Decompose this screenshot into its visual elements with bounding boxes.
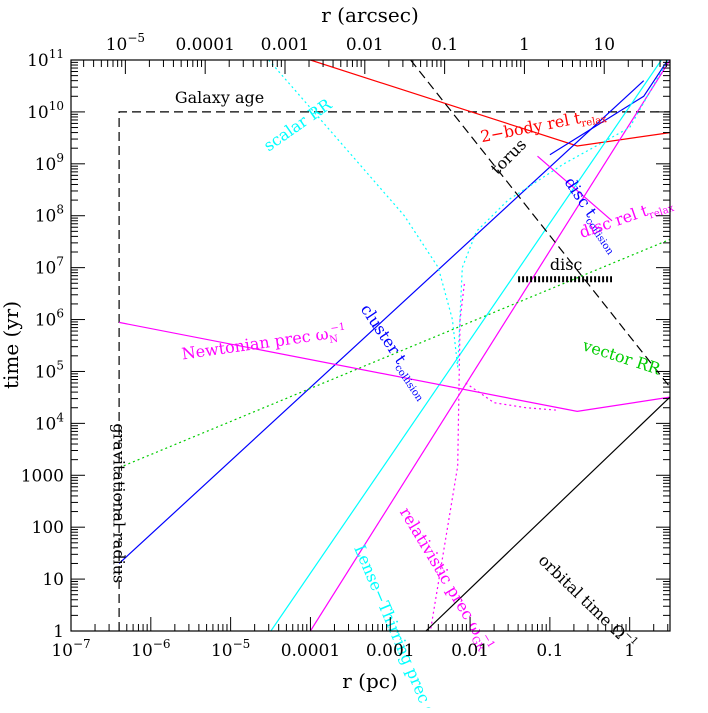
series-layer (118, 60, 670, 631)
top-tick-label: 1 (519, 35, 530, 55)
top-tick-label: 0.01 (346, 35, 384, 55)
x-axis-label: r (pc) (342, 669, 398, 693)
annotation-13: orbital time Ω−1 (535, 551, 640, 654)
annotation-10: vector RR (579, 335, 663, 379)
series-line-14 (425, 396, 670, 631)
series-line-4 (270, 60, 662, 631)
x-tick-label: 10−6 (131, 637, 170, 661)
top-tick-label: 10 (593, 35, 615, 55)
series-line-0 (118, 111, 670, 631)
y-tick-label: 100 (32, 518, 64, 538)
series-line-5 (309, 60, 670, 631)
y-tick-label: 105 (35, 358, 64, 382)
y-axis-label: time (yr) (0, 301, 23, 389)
series-line-8 (465, 382, 557, 411)
x-tick-label: 0.001 (366, 641, 415, 661)
top-tick-label: 0.001 (261, 35, 310, 55)
tick-layer (70, 59, 670, 632)
series-line-9 (537, 155, 613, 222)
annotation-2: 2−body rel trelax (479, 103, 608, 149)
plot-frame (70, 59, 671, 632)
series-line-10 (268, 60, 459, 368)
x-tick-label: 1 (624, 641, 635, 661)
series-line-1 (310, 60, 670, 147)
y-tick-label: 108 (35, 203, 64, 227)
x-tick-label: 0.01 (451, 641, 489, 661)
x-tick-label: 0.1 (536, 641, 563, 661)
annotation-1: gravitational radius (109, 423, 128, 583)
x-tick-label: 10−5 (211, 637, 250, 661)
top-tick-label: 0.1 (431, 35, 458, 55)
annotation-7: cluster tcollision (354, 301, 434, 405)
x-tick-label: 0.0001 (281, 641, 340, 661)
y-tick-label: 1010 (27, 99, 64, 123)
y-tick-label: 1000 (21, 466, 64, 486)
annotation-0: Galaxy age (175, 88, 264, 107)
series-line-2 (118, 80, 645, 564)
annotation-9: Newtonian prec ωN−1 (180, 322, 347, 367)
top-tick-label: 0.0001 (175, 35, 234, 55)
top-axis-label: r (arcsec) (321, 3, 419, 27)
y-tick-label: 106 (35, 307, 64, 331)
annotation-layer: Galaxy age gravitational radius 2−body rel… (109, 88, 675, 713)
annotation-12: relativistic prec ωGR−1 (393, 504, 496, 656)
y-tick-label: 107 (35, 255, 64, 279)
y-tick-label: 10 (42, 570, 64, 590)
y-tick-label: 104 (35, 410, 65, 434)
y-tick-label: 109 (35, 151, 64, 175)
annotation-8: disc (550, 255, 583, 274)
series-line-7 (118, 321, 670, 413)
series-line-3 (549, 60, 669, 156)
y-tick-label: 1 (53, 622, 64, 642)
top-tick-label: 10−5 (106, 31, 145, 55)
y-tick-label: 1011 (27, 47, 64, 71)
